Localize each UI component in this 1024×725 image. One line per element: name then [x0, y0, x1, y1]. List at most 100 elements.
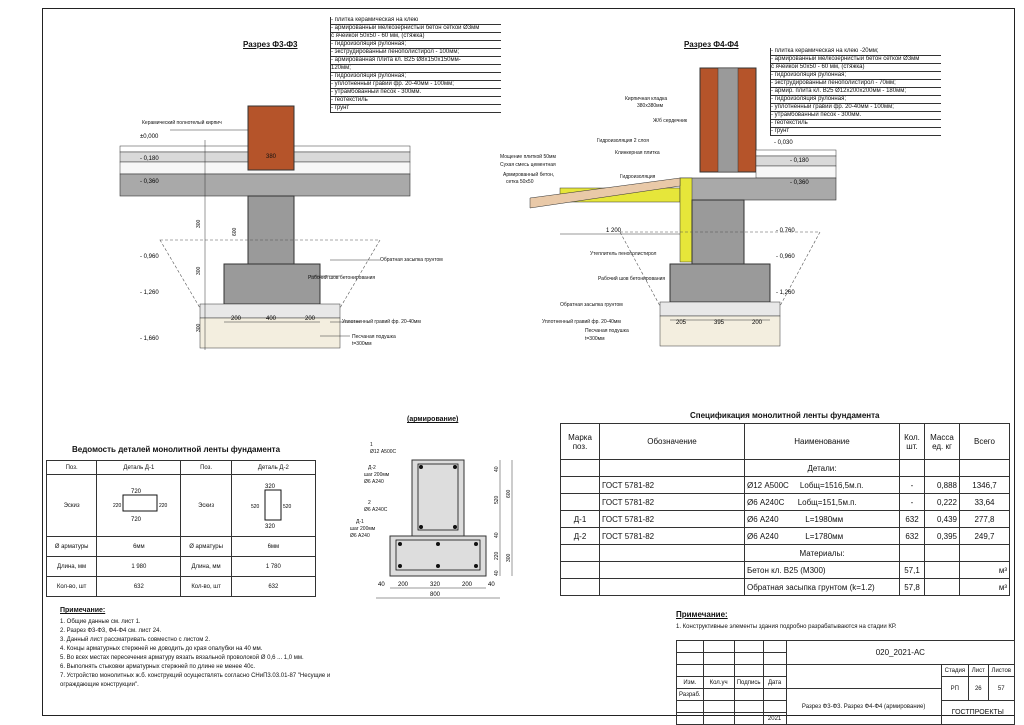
dim-label: 400	[266, 316, 277, 322]
stage-value: РП	[940, 676, 970, 701]
table-cell: Ø6 А240С Lобщ=151,5м.п.	[744, 493, 900, 511]
table-cell: Поз.	[45, 460, 98, 475]
sketch-d2: 320 320 520 520	[230, 474, 317, 537]
stirrup-d1	[395, 539, 481, 571]
paving	[529, 177, 681, 209]
gravel-label: Уплотненный гравий фр. 20-40мм	[342, 319, 421, 325]
clinker-label: Клинкерная плитка	[615, 150, 660, 156]
brick-wall	[247, 105, 295, 171]
table-cell: 6мм	[96, 536, 182, 557]
pad-label: Песчаная подушка	[585, 328, 629, 334]
table-row: Д-2 ГОСТ 5781-82 Ø6 А240 L=1780мм 632 0,…	[560, 527, 1010, 545]
table-cell: 632	[96, 576, 182, 597]
stamp-label: Дата	[762, 676, 787, 689]
table-row: Бетон кл. В25 (М300) 57,1 м³	[560, 561, 1010, 579]
gravel-label: Уплотненный гравий фр. 20-40мм	[542, 319, 621, 325]
dim-label: 520	[251, 504, 260, 510]
note2-title: Примечание:	[676, 610, 728, 619]
sand-pad	[199, 317, 341, 349]
dim-label: 320	[265, 484, 276, 490]
note-item: 6. Выполнять стыковки арматурных стержне…	[60, 664, 256, 670]
level-label: - 0,760	[776, 228, 795, 234]
level-label: - 1,660	[140, 336, 159, 342]
stamp-label: Лист	[968, 664, 989, 677]
rebar2-spec: Ø6 А240С	[364, 507, 388, 513]
table-cell: 0,395	[924, 527, 960, 545]
stamp-label: Листов	[987, 664, 1016, 677]
foundation-footing	[223, 263, 321, 305]
dim-label: 40	[494, 570, 500, 576]
drawing-description: Разрез Ф3-Ф3. Разрез Ф4-Ф4 (армирование)	[785, 688, 942, 725]
table-cell: ГОСТ 5781-82	[599, 510, 745, 528]
layer-item: - гидроизоляция рулонная;	[331, 41, 501, 49]
dim-label: 300	[196, 266, 202, 275]
rebar	[398, 542, 402, 546]
table-cell: Кол-во, шт	[180, 576, 232, 597]
table-cell: ГОСТ 5781-82	[599, 493, 745, 511]
table-cell	[560, 476, 600, 494]
table-cell: Ø арматуры	[45, 536, 98, 557]
section-f4-drawing: - 0,030 - 0,180 - 0,360 - 0,760 - 0,960 …	[529, 67, 837, 347]
insulation-label: Утеплитель пенополистирол	[590, 251, 657, 257]
table-cell: Кол-во, шт	[45, 576, 98, 597]
stamp-label: Подпись	[733, 676, 764, 689]
layer-item: с ячейкой 50х50 - 60 мм, (стяжка)	[331, 33, 501, 41]
slab-layer	[119, 173, 411, 197]
layer-item: - геотекстиль	[331, 97, 501, 105]
dim-label: 205	[676, 320, 687, 326]
stirrup-d1-label: Д-1	[356, 519, 364, 525]
layer-item: - утрамбованный песок - 300мм.	[331, 89, 501, 97]
dim-label: 40	[494, 466, 500, 472]
dim-label: 395	[714, 320, 725, 326]
rebar	[453, 525, 457, 529]
pad-thickness: t=300мм	[585, 336, 605, 342]
note-item: 1. Общие данные см. лист 1.	[60, 619, 141, 625]
paving-label: Мощение плиткой 50мм	[500, 154, 556, 160]
level-label: - 0,030	[774, 140, 793, 146]
rebar1-spec: Ø12 А500С	[370, 449, 397, 455]
layer-item: 120мм;	[331, 65, 501, 73]
dim-label: 520	[283, 504, 292, 510]
table-cell: Эскиз	[180, 474, 232, 537]
gravel-layer	[659, 301, 781, 317]
stamp-label: Разраб.	[676, 688, 704, 701]
dim-label: 200	[305, 316, 316, 322]
rebar	[436, 542, 440, 546]
rebar2-pos: 2	[368, 500, 371, 506]
dim-label: 300	[196, 323, 202, 332]
dim-label: 40	[488, 582, 495, 588]
layer-item: - армированный мелкозернистый бетон сетк…	[771, 56, 941, 64]
table-cell: 632	[899, 510, 925, 528]
sketch-d1-drawing: 720 720 220 220	[113, 489, 168, 523]
insulation-vertical	[679, 177, 693, 263]
table-cell	[560, 561, 600, 579]
table-cell	[924, 578, 960, 596]
arm-title: (армирование)	[407, 416, 459, 423]
layer-item: - армир. плита кл. В25 Ø12х200х200мм - 1…	[771, 88, 941, 96]
foundation-footing	[669, 263, 771, 303]
notes-title: Примечание:	[60, 607, 106, 614]
table-cell: Ø6 А240 L=1980мм	[744, 510, 900, 528]
backfill-label: Обратная засыпка грунтом	[560, 302, 623, 308]
note-item: 3. Данный лист рассматривать совместно с…	[60, 637, 210, 643]
rebar	[474, 542, 478, 546]
stirrup-d2	[417, 463, 459, 531]
table-cell	[560, 578, 600, 596]
layer-item: - уплотненный гравий фр. 20-40мм - 100мм…	[771, 104, 941, 112]
sand-pad	[659, 315, 781, 347]
table-cell	[924, 561, 960, 579]
level-label: - 0,180	[140, 156, 159, 162]
dim-label: 720	[131, 517, 142, 523]
table-cell: 57,8	[899, 578, 925, 596]
table-header: Марка поз.	[560, 423, 600, 460]
rebar1-pos: 1	[370, 442, 373, 448]
layer-item: - геотекстиль	[771, 120, 941, 128]
armconc-mesh-label: сетка 50х50	[506, 179, 534, 185]
table-row: ГОСТ 5781-82 Ø6 А240С Lобщ=151,5м.п. - 0…	[560, 493, 1010, 511]
table-header: Масса ед. кг	[924, 423, 960, 460]
stirrup-d2-spec: Ø6 А240	[364, 479, 384, 485]
table-header: Обозначение	[599, 423, 745, 460]
dim-label: 300	[506, 553, 512, 562]
table-cell: 6мм	[230, 536, 317, 557]
table-cell: Ø12 А500С Lобщ=1516,5м.п.	[744, 476, 900, 494]
